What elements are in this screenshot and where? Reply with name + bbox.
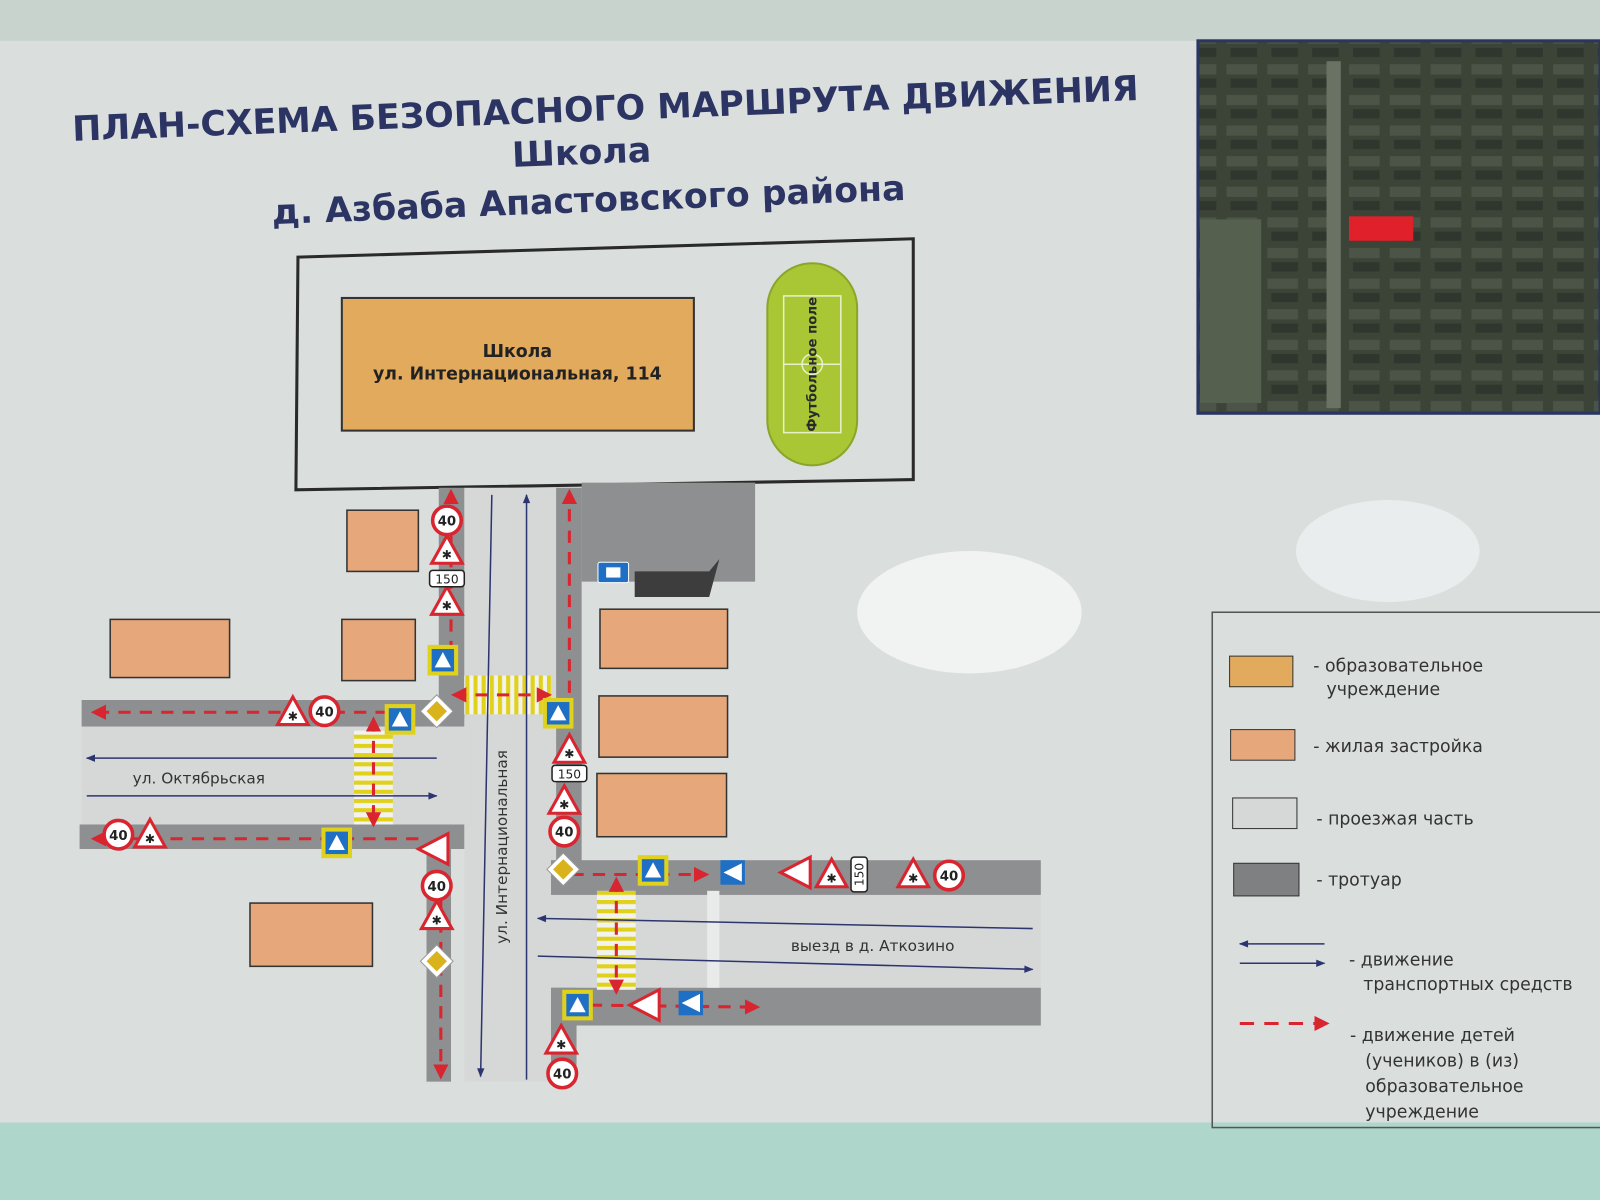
- pedestrian-crossing-sign: [637, 855, 669, 886]
- children-icon: ✱: [442, 548, 452, 562]
- speed-limit-sign: 40: [548, 815, 581, 848]
- legend-label: - проезжая часть: [1316, 809, 1473, 829]
- speed-limit-value: 40: [109, 829, 127, 844]
- children-warning-sign: ✱: [543, 1022, 580, 1055]
- house: [249, 902, 374, 968]
- speed-limit-value: 40: [315, 705, 333, 720]
- school-marker: [1348, 216, 1414, 241]
- speed-bump-sign: [720, 860, 745, 885]
- speed-limit-sign: 40: [546, 1057, 579, 1090]
- legend: - образовательное учреждение - жилая зас…: [1211, 611, 1600, 1129]
- children-icon: ✱: [559, 798, 569, 812]
- school-building: Школа ул. Интернациональная, 114: [340, 296, 695, 432]
- distance-plate-value: 150: [435, 573, 458, 587]
- distance-plate-value: 150: [558, 768, 581, 782]
- speed-limit-sign: 40: [430, 504, 464, 537]
- children-warning-sign: ✱: [551, 731, 588, 764]
- legend-label: учреждение: [1327, 680, 1441, 700]
- street-label-oktyabrskaya: ул. Октябрьская: [133, 770, 265, 788]
- street-label-internatsionalnaya: ул. Интернациональная: [493, 750, 511, 944]
- legend-swatch-residential: [1230, 729, 1296, 761]
- speed-bump-sign: [678, 990, 704, 1016]
- house: [109, 618, 231, 679]
- legend-label: - тротуар: [1316, 871, 1401, 891]
- house: [346, 509, 420, 573]
- speed-limit-value: 40: [555, 826, 573, 841]
- street-label-exit: выезд в д. Аткозино: [791, 937, 955, 955]
- legend-label: - образовательное: [1313, 656, 1483, 676]
- glare: [1295, 500, 1480, 603]
- children-warning-sign: ✱: [132, 816, 168, 849]
- house: [599, 608, 729, 670]
- children-icon: ✱: [288, 709, 298, 723]
- distance-plate-sign: 150: [850, 856, 869, 893]
- house: [341, 618, 417, 682]
- legend-label: транспортных средств: [1363, 975, 1572, 995]
- road-signs: 40 40 40 40 40 40 40 ✱ ✱ ✱ ✱ ✱ ✱ ✱ ✱ ✱ ✱ 150 150 150: [102, 504, 966, 1090]
- children-icon: ✱: [145, 832, 155, 846]
- legend-label: - движение: [1349, 950, 1454, 970]
- children-warning-sign: ✱: [895, 856, 932, 889]
- wall-bottom: [0, 1122, 1600, 1200]
- legend-swatch-carriageway: [1232, 797, 1298, 830]
- title-line-2: Школа: [511, 131, 651, 176]
- speed-limit-value: 40: [428, 880, 446, 895]
- children-icon: ✱: [442, 599, 452, 613]
- house: [596, 772, 728, 838]
- uneven-road-warning-sign: [777, 854, 812, 891]
- pedestrian-crossing-sign: [562, 989, 593, 1021]
- children-warning-sign: ✱: [274, 693, 311, 727]
- football-field-label: Футбольное поле: [804, 297, 820, 432]
- legend-swatch-sidewalk: [1233, 862, 1300, 897]
- main-road-sign: [419, 694, 454, 729]
- pedestrian-crossing-sign: [321, 827, 353, 859]
- legend-label: - жилая застройка: [1313, 737, 1483, 757]
- children-icon: ✱: [908, 872, 918, 886]
- main-road-sign: [419, 944, 454, 979]
- children-icon: ✱: [564, 747, 574, 761]
- unmarked-crossing: [707, 890, 720, 988]
- glare: [857, 551, 1082, 674]
- residential-buildings: [109, 509, 729, 968]
- uneven-road-warning-sign: [415, 831, 450, 867]
- children-warning-sign: ✱: [546, 782, 583, 815]
- distance-plate-value: 150: [852, 863, 866, 886]
- children-icon: ✱: [826, 872, 836, 886]
- legend-swatch-school: [1229, 655, 1294, 688]
- legend-label: образовательное: [1365, 1077, 1523, 1097]
- children-warning-sign: ✱: [429, 532, 465, 565]
- speed-limit-value: 40: [553, 1068, 571, 1083]
- main-road-sign: [546, 852, 581, 887]
- children-warning-sign: ✱: [813, 856, 850, 889]
- speed-limit-sign: 40: [102, 818, 135, 851]
- satellite-image: [1196, 39, 1600, 415]
- distance-plate-sign: 150: [551, 764, 588, 783]
- pedestrian-crossing-sign: [384, 704, 416, 735]
- wall-top: [0, 0, 1600, 41]
- legend-label: учреждение: [1365, 1102, 1479, 1122]
- distance-plate-sign: 150: [428, 569, 466, 588]
- children-icon: ✱: [432, 913, 442, 927]
- legend-label: (учеников) в (из): [1365, 1051, 1519, 1071]
- speed-limit-sign: 40: [420, 869, 453, 902]
- school-name: Школа: [483, 342, 552, 362]
- speed-limit-value: 40: [438, 515, 456, 530]
- bus-stop-shelter: [634, 559, 720, 597]
- football-field: Футбольное поле: [766, 262, 859, 467]
- school-territory: [294, 237, 915, 492]
- speed-limit-sign: 40: [932, 859, 966, 892]
- house: [598, 695, 729, 758]
- speed-limit-value: 40: [940, 870, 958, 885]
- bus-stop-sign: [597, 561, 630, 584]
- speed-limit-sign: 40: [308, 695, 341, 728]
- uneven-road-warning-sign: [626, 987, 661, 1023]
- children-icon: ✱: [556, 1038, 566, 1052]
- pedestrian-crossing-sign: [427, 644, 459, 676]
- children-warning-sign: ✱: [429, 583, 465, 616]
- children-warning-sign: ✱: [418, 897, 455, 931]
- pedestrian-crossing-sign: [542, 697, 574, 729]
- carriageway: [81, 487, 1041, 1082]
- school-address: ул. Интернациональная, 114: [373, 365, 662, 385]
- legend-label: - движение детей: [1350, 1026, 1515, 1046]
